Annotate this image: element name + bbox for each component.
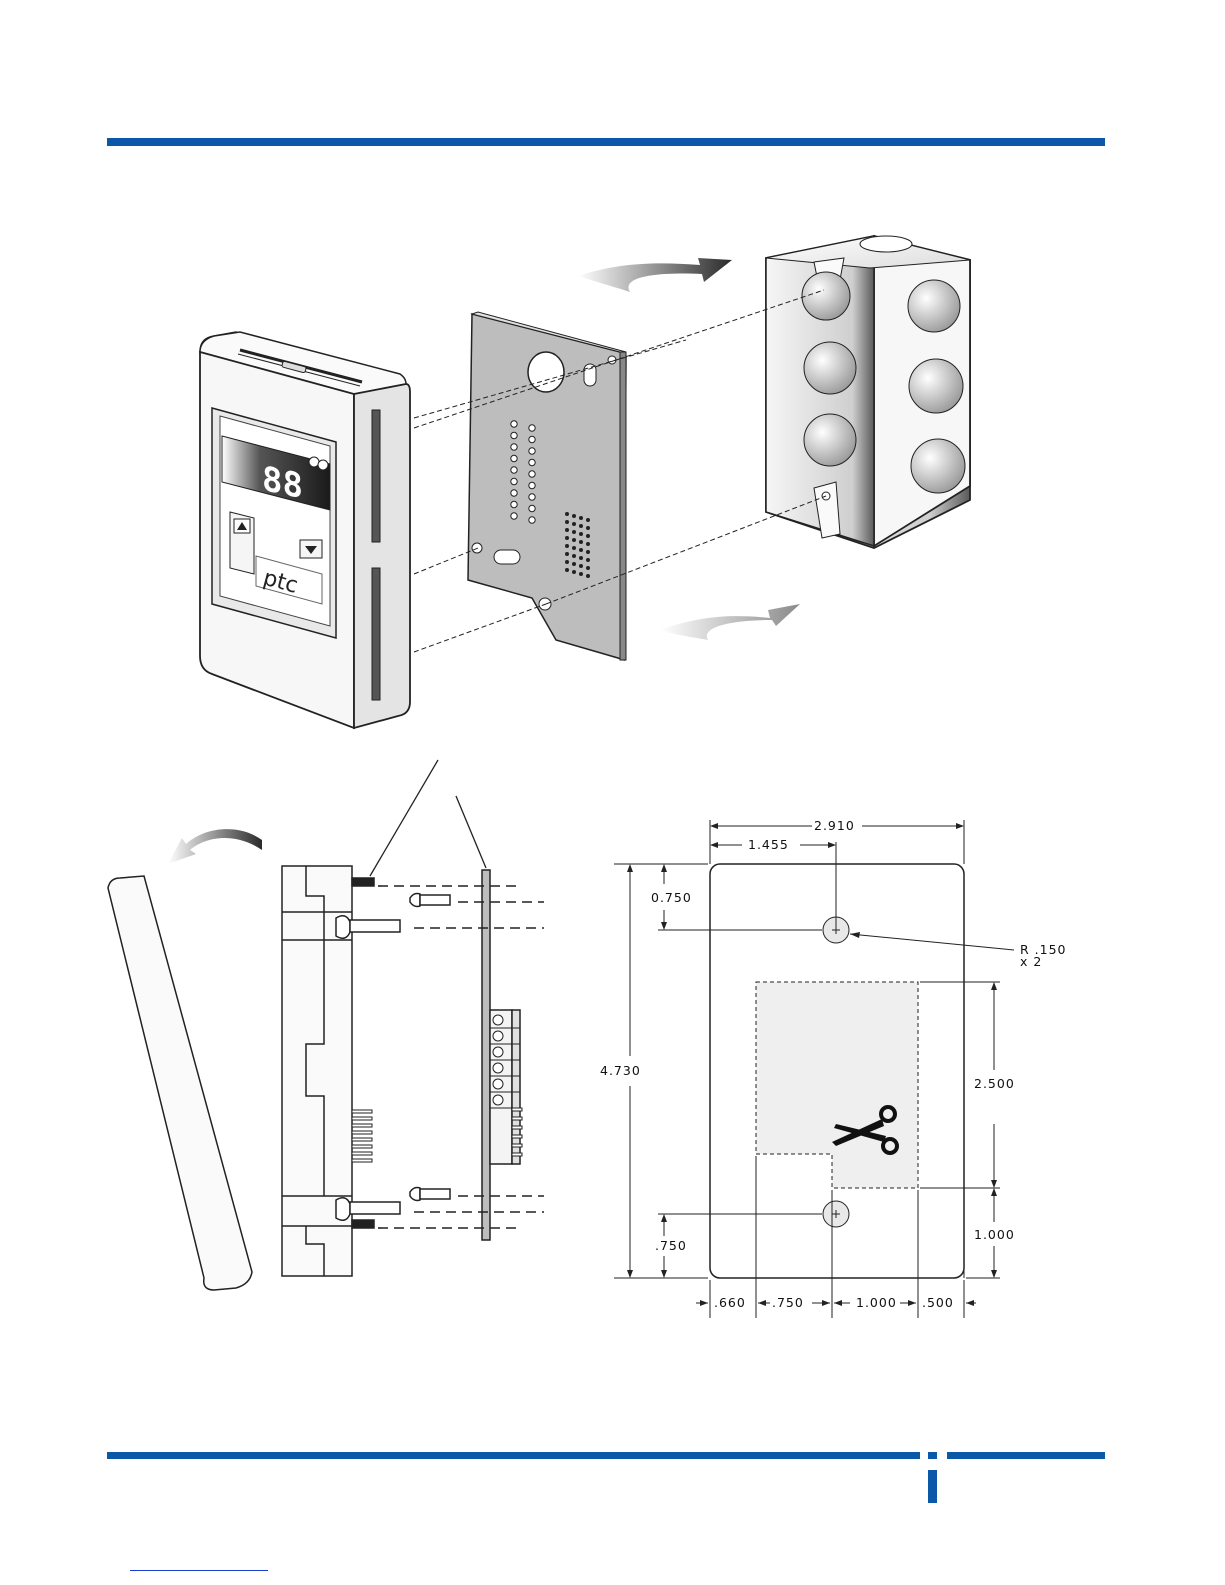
dim-half-width: 1.455 bbox=[748, 837, 789, 852]
dim-bottom-hole-offset: .750 bbox=[655, 1238, 687, 1253]
dim-overall-width: 2.910 bbox=[814, 818, 855, 833]
down-arrow-icon bbox=[300, 540, 322, 558]
thermostat-housing: 88 ptc bbox=[200, 332, 410, 728]
dim-hole-count: x 2 bbox=[1020, 954, 1042, 969]
electrical-box bbox=[766, 236, 970, 548]
dim-top-hole-offset: 0.750 bbox=[651, 890, 692, 905]
plate-side-profile bbox=[410, 870, 522, 1240]
dim-overall-height: 4.730 bbox=[600, 1063, 641, 1078]
leader-line-plate bbox=[456, 796, 486, 868]
cutout-template bbox=[710, 864, 964, 1278]
dim-bottom-cutout-width: 1.000 bbox=[856, 1295, 897, 1310]
front-cover bbox=[108, 876, 252, 1290]
dim-bottom-cutout-left: .750 bbox=[772, 1295, 804, 1310]
dim-cutout-bottom-offset: 1.000 bbox=[974, 1227, 1015, 1242]
dim-bottom-right-edge: .500 bbox=[922, 1295, 954, 1310]
dim-cutout-height: 2.500 bbox=[974, 1076, 1015, 1091]
motion-arrow-bottom bbox=[660, 604, 800, 640]
leader-line-gasket bbox=[370, 760, 438, 876]
housing-side-profile bbox=[282, 866, 400, 1276]
removal-arrow bbox=[168, 829, 262, 864]
dim-bottom-left-edge: .660 bbox=[714, 1295, 746, 1310]
up-arrow-icon bbox=[230, 512, 254, 574]
motion-arrow-top bbox=[578, 258, 732, 292]
